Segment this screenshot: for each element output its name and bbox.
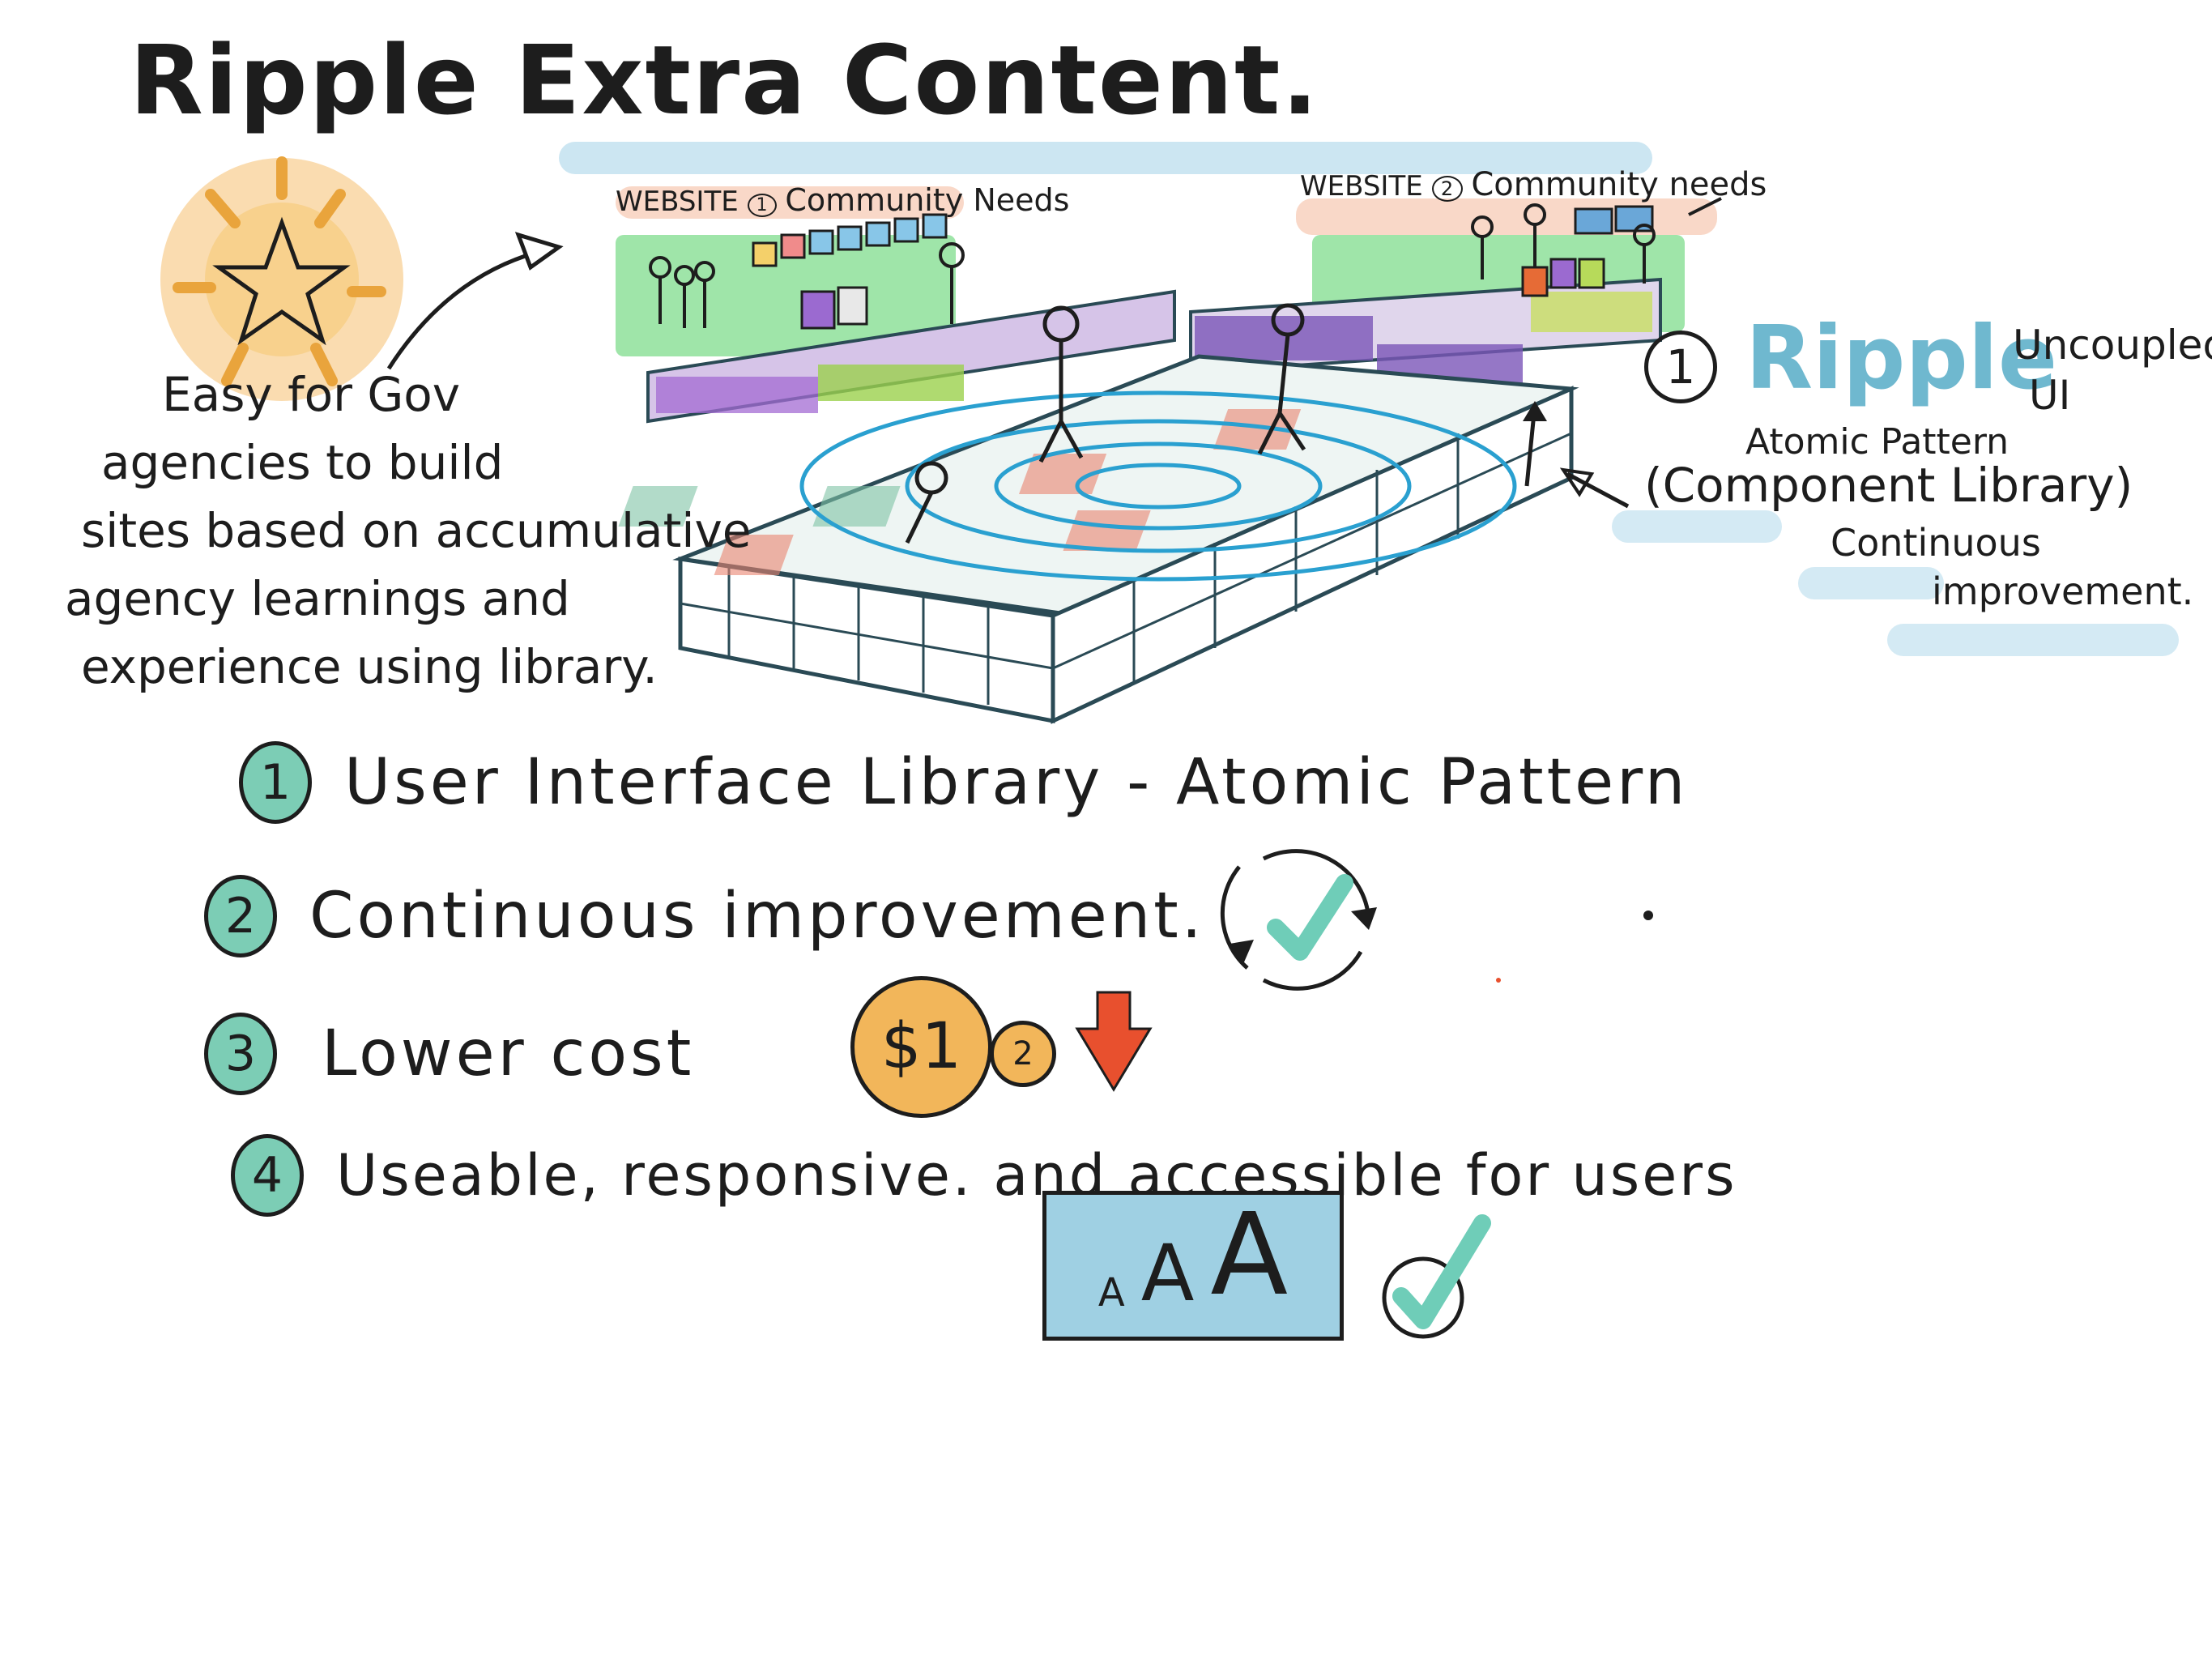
point-2: 2 Continuous improvement. <box>204 875 1205 957</box>
ripple-number-badge: 1 <box>1644 331 1717 403</box>
website-1-label: WEBSITE 1 Community Needs <box>616 182 1070 218</box>
ripple-summary: 1 Ripple Uncoupled UI Atomic Pattern (Co… <box>1644 300 2212 656</box>
point-2-text: Continuous improvement. <box>309 880 1205 953</box>
point-1-badge: 1 <box>239 741 312 824</box>
website-2-label: WEBSITE 2 Community needs <box>1300 166 1767 203</box>
note-line-2: agencies to build <box>101 435 504 490</box>
dollar-coin-icon: $1 <box>850 976 992 1118</box>
continuous-improvement-label: Continuous improvement. <box>1831 521 2194 613</box>
note-line-4: agency learnings and <box>65 571 570 626</box>
ripple-name: Ripple <box>1745 308 2058 409</box>
text-size-large: A <box>1210 1189 1289 1321</box>
text-size-small: A <box>1097 1270 1125 1316</box>
cycle-check-icon <box>1220 849 1377 991</box>
note-line-5: experience using library. <box>81 639 658 694</box>
atomic-pattern-label: Atomic Pattern <box>1745 421 2010 463</box>
point-4-text: Useable, responsive. and accessible for … <box>336 1142 1737 1209</box>
left-note: Easy for Gov agencies to build sites bas… <box>65 360 751 701</box>
red-down-arrow-icon <box>1075 991 1153 1092</box>
text-size-icon: A A A <box>1042 1191 1344 1341</box>
ripple-rings <box>799 390 1517 582</box>
accessible-check-icon <box>1382 1214 1491 1339</box>
point-1-text: User Interface Library - Atomic Pattern <box>344 746 1689 819</box>
point-4: 4 Useable, responsive. and accessible fo… <box>231 1134 1737 1217</box>
star-sun-icon <box>160 156 403 401</box>
point-4-badge: 4 <box>231 1134 304 1217</box>
point-3: 3 Lower cost <box>204 1013 694 1095</box>
text-size-medium: A <box>1140 1228 1195 1319</box>
point-3-text: Lower cost <box>322 1017 695 1090</box>
uncoupled-ui: Uncoupled UI <box>2013 322 2212 419</box>
point-1: 1 User Interface Library - Atomic Patter… <box>239 741 1688 824</box>
point-2-badge: 2 <box>204 875 277 957</box>
point-3-badge: 3 <box>204 1013 277 1095</box>
note-line-1: Easy for Gov <box>162 367 461 422</box>
small-coin-icon: 2 <box>990 1021 1056 1087</box>
page-title: Ripple Extra Content. <box>130 24 1320 136</box>
note-line-3: sites based on accumulative <box>81 503 752 558</box>
component-library-label: (Component Library) <box>1644 458 2133 513</box>
